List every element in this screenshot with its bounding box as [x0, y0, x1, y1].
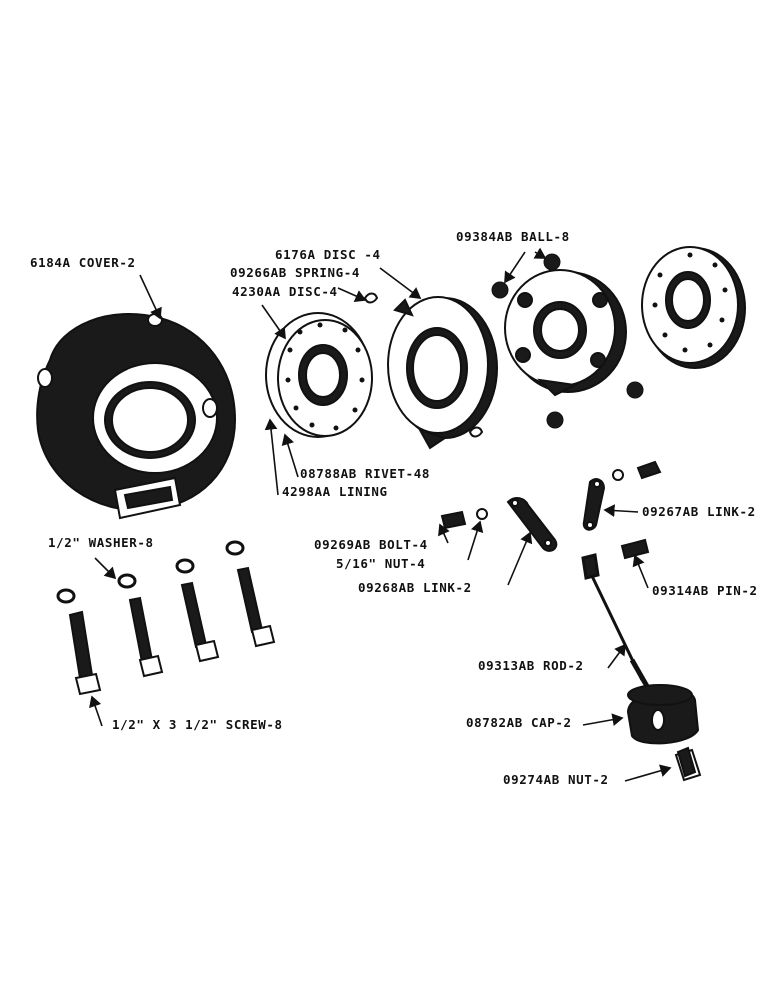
linkage-parts: [440, 460, 662, 560]
label-cover: 6184A COVER-2: [30, 255, 136, 270]
label-bolt: 09269AB BOLT-4: [314, 537, 428, 552]
disc-right: [641, 246, 746, 369]
label-washer: 1/2" WASHER-8: [48, 535, 154, 550]
label-link-09267: 09267AB LINK-2: [642, 504, 756, 519]
label-disc-6176a: 6176A DISC -4: [275, 247, 381, 262]
label-screw: 1/2" X 3 1/2" SCREW-8: [112, 717, 283, 732]
cover-part: [36, 313, 237, 520]
ball-parts: [491, 253, 644, 429]
label-pin: 09314AB PIN-2: [652, 583, 758, 598]
label-nut-09274: 09274AB NUT-2: [503, 772, 609, 787]
leader-lines: [89, 247, 672, 782]
spring-part: [363, 292, 484, 438]
nut-09274-part: [674, 746, 702, 782]
label-spring: 09266AB SPRING-4: [230, 265, 361, 280]
ball-race-plate: [504, 269, 627, 397]
label-rod: 09313AB ROD-2: [478, 658, 584, 673]
label-cap: 08782AB CAP-2: [466, 715, 572, 730]
disc-4230aa: [265, 312, 373, 438]
label-link-09268: 09268AB LINK-2: [358, 580, 472, 595]
label-nut-516: 5/16" NUT-4: [336, 556, 426, 571]
label-ball: 09384AB BALL-8: [456, 229, 570, 244]
label-disc-4230aa: 4230AA DISC-4: [232, 284, 338, 299]
label-lining: 4298AA LINING: [282, 484, 388, 499]
cap-part: [626, 684, 700, 745]
disc-6176a: [387, 296, 498, 450]
label-rivet: 08788AB RIVET-48: [300, 466, 431, 481]
screw-parts: [68, 566, 276, 696]
rod-part: [581, 553, 651, 690]
washer-parts: [56, 540, 245, 604]
